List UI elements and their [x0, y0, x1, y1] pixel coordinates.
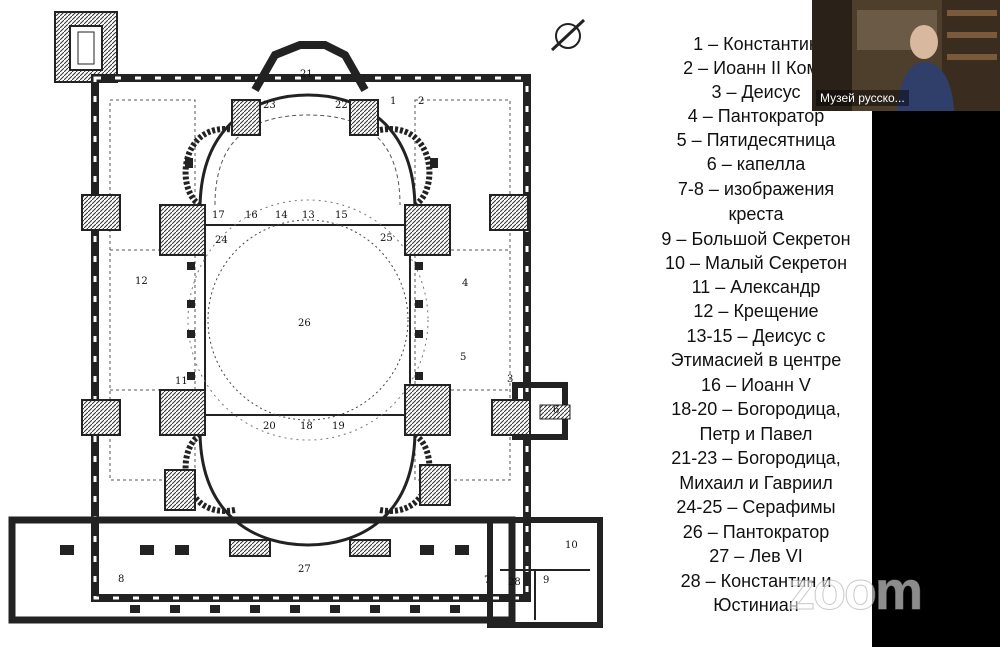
- plan-label-6: 6: [553, 405, 559, 416]
- participant-video-frame: [812, 0, 1000, 111]
- legend-item: 1 – Константин: [693, 34, 819, 54]
- plan-label-2: 2: [418, 96, 424, 107]
- legend-item: креста: [728, 204, 784, 224]
- floor-plan-diagram: 1 2 3 4 5 6 7 8 9 10 11 12 13 14 15 16 1…: [8, 11, 603, 628]
- plan-label-18: 18: [300, 421, 313, 432]
- plan-label-25: 25: [380, 233, 393, 244]
- plan-label-21: 21: [300, 69, 313, 80]
- legend-item: 2 – Иоанн II Комн: [683, 58, 829, 78]
- legend-item: Юстиниан: [713, 595, 799, 615]
- plan-label-15: 15: [335, 210, 348, 221]
- plan-label-8: 8: [118, 574, 124, 585]
- plan-label-7: 7: [484, 575, 490, 586]
- plan-label-26: 26: [298, 318, 311, 329]
- plan-label-17: 17: [212, 210, 225, 221]
- legend-item: 26 – Пантократор: [682, 522, 830, 542]
- legend-item: 16 – Иоанн V: [701, 375, 811, 395]
- legend-item: 11 – Александр: [691, 277, 821, 297]
- legend-item: 13-15 – Деисус с: [686, 326, 826, 346]
- plan-label-10: 10: [565, 540, 578, 551]
- legend-item: 4 – Пантократор: [687, 106, 825, 126]
- legend-item: 28 – Константин и: [680, 571, 832, 591]
- plan-label-20: 20: [263, 421, 276, 432]
- legend-item: 9 – Большой Секретон: [661, 229, 851, 249]
- plan-label-16: 16: [245, 210, 258, 221]
- legend-item: Петр и Павел: [699, 424, 813, 444]
- plan-label-11: 11: [175, 376, 188, 387]
- legend-item: Михаил и Гавриил: [679, 473, 833, 493]
- legend-item: 27 – Лев VI: [709, 546, 803, 566]
- plan-label-24: 24: [215, 235, 228, 246]
- participant-video-tile[interactable]: Музей русско...: [812, 0, 1000, 111]
- legend: 1 – Константин 2 – Иоанн II Комн 3 – Деи…: [640, 0, 872, 647]
- legend-item: 21-23 – Богородица,: [671, 448, 841, 468]
- participant-name: Музей русско...: [816, 90, 909, 106]
- plan-label-9: 9: [543, 575, 549, 586]
- plan-label-19: 19: [332, 421, 345, 432]
- plan-label-4: 4: [462, 278, 468, 289]
- legend-item: Этимасией в центре: [670, 350, 842, 370]
- plan-label-13: 13: [302, 210, 315, 221]
- zoom-watermark: zoom: [788, 561, 924, 622]
- plan-label-1: 1: [390, 96, 396, 107]
- legend-item: 12 – Крещение: [693, 301, 819, 321]
- legend-item: 10 – Малый Секретон: [664, 253, 848, 273]
- legend-item: 18-20 – Богородица,: [671, 399, 841, 419]
- north-arrow-icon: [550, 18, 586, 52]
- legend-item: 3 – Деисус: [711, 82, 801, 102]
- plan-label-23: 23: [263, 100, 276, 111]
- plan-label-27: 27: [298, 564, 311, 575]
- legend-item: 5 – Пятидесятница: [676, 130, 836, 150]
- legend-item: 24-25 – Серафимы: [676, 497, 836, 517]
- legend-item: 7-8 – изображения: [677, 179, 835, 199]
- plan-label-5: 5: [460, 352, 466, 363]
- legend-item: 6 – капелла: [706, 154, 806, 174]
- plan-label-28: 28: [508, 577, 521, 588]
- plan-label-12: 12: [135, 276, 148, 287]
- plan-label-22: 22: [335, 100, 348, 111]
- plan-label-3: 3: [507, 374, 513, 385]
- plan-label-14: 14: [275, 210, 288, 221]
